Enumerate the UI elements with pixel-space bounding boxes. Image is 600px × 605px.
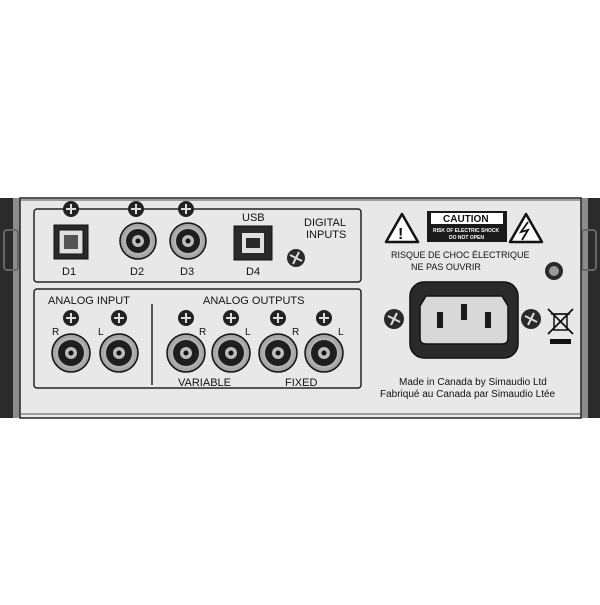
rca-jack-icon[interactable] [304,333,344,373]
rca-jack-icon[interactable] [51,333,91,373]
variable-r-label: R [199,327,206,338]
variable-label: VARIABLE [178,377,231,389]
variable-l-label: L [245,327,251,338]
warning-exclamation: ! [398,226,403,243]
risque-line2: NE PAS OUVRIR [411,262,481,272]
weee-bin-icon [547,308,574,344]
digital-inputs-title-1: DIGITAL [304,217,346,229]
usb-label: USB [242,212,265,224]
d3-label: D3 [180,266,194,278]
analog-input-title: ANALOG INPUT [48,295,130,307]
screw-icon [63,310,79,326]
screw-icon [270,310,286,326]
fixed-label: FIXED [285,377,317,389]
chassis-left-rail [0,198,20,418]
screw-icon [178,310,194,326]
optical-jack-icon[interactable] [53,224,89,260]
chassis-right-rail [581,198,600,418]
screw-icon [128,201,144,217]
caution-risk-line2: DO NOT OPEN [449,235,484,241]
caution-risk-line1: RISK OF ELECTRIC SHOCK [433,228,500,234]
screw-icon [287,249,305,267]
fixed-l-label: L [338,327,344,338]
rca-jack-icon[interactable] [169,222,207,260]
lightning-triangle-icon [508,212,544,244]
screw-icon [521,309,541,329]
rca-jack-icon[interactable] [258,333,298,373]
digital-inputs-box [33,208,362,283]
screw-icon [223,310,239,326]
risque-line1: RISQUE DE CHOC ÉLECTRIQUE [391,250,530,260]
screw-icon [178,201,194,217]
screw-icon [63,201,79,217]
caution-title: CAUTION [443,214,489,225]
d4-label: D4 [246,266,260,278]
screw-icon [545,262,563,280]
digital-inputs-title-2: INPUTS [306,229,346,241]
analog-box [33,288,362,389]
iec-power-inlet-icon[interactable] [409,281,519,359]
made-in-canada: Made in Canada by Simaudio Ltd [399,377,547,388]
warning-triangle-icon: ! [384,212,420,244]
fixed-r-label: R [292,327,299,338]
d1-label: D1 [62,266,76,278]
rca-jack-icon[interactable] [119,222,157,260]
usb-b-port-icon[interactable] [233,225,273,261]
screw-icon [316,310,332,326]
screw-icon [111,310,127,326]
rca-jack-icon[interactable] [166,333,206,373]
analog-input-l-label: L [98,327,104,338]
analog-outputs-title: ANALOG OUTPUTS [203,295,304,307]
fabrique-au-canada: Fabriqué au Canada par Simaudio Ltée [380,389,556,400]
d2-label: D2 [130,266,144,278]
analog-input-r-label: R [52,327,59,338]
rca-jack-icon[interactable] [211,333,251,373]
rca-jack-icon[interactable] [99,333,139,373]
screw-icon [384,309,404,329]
